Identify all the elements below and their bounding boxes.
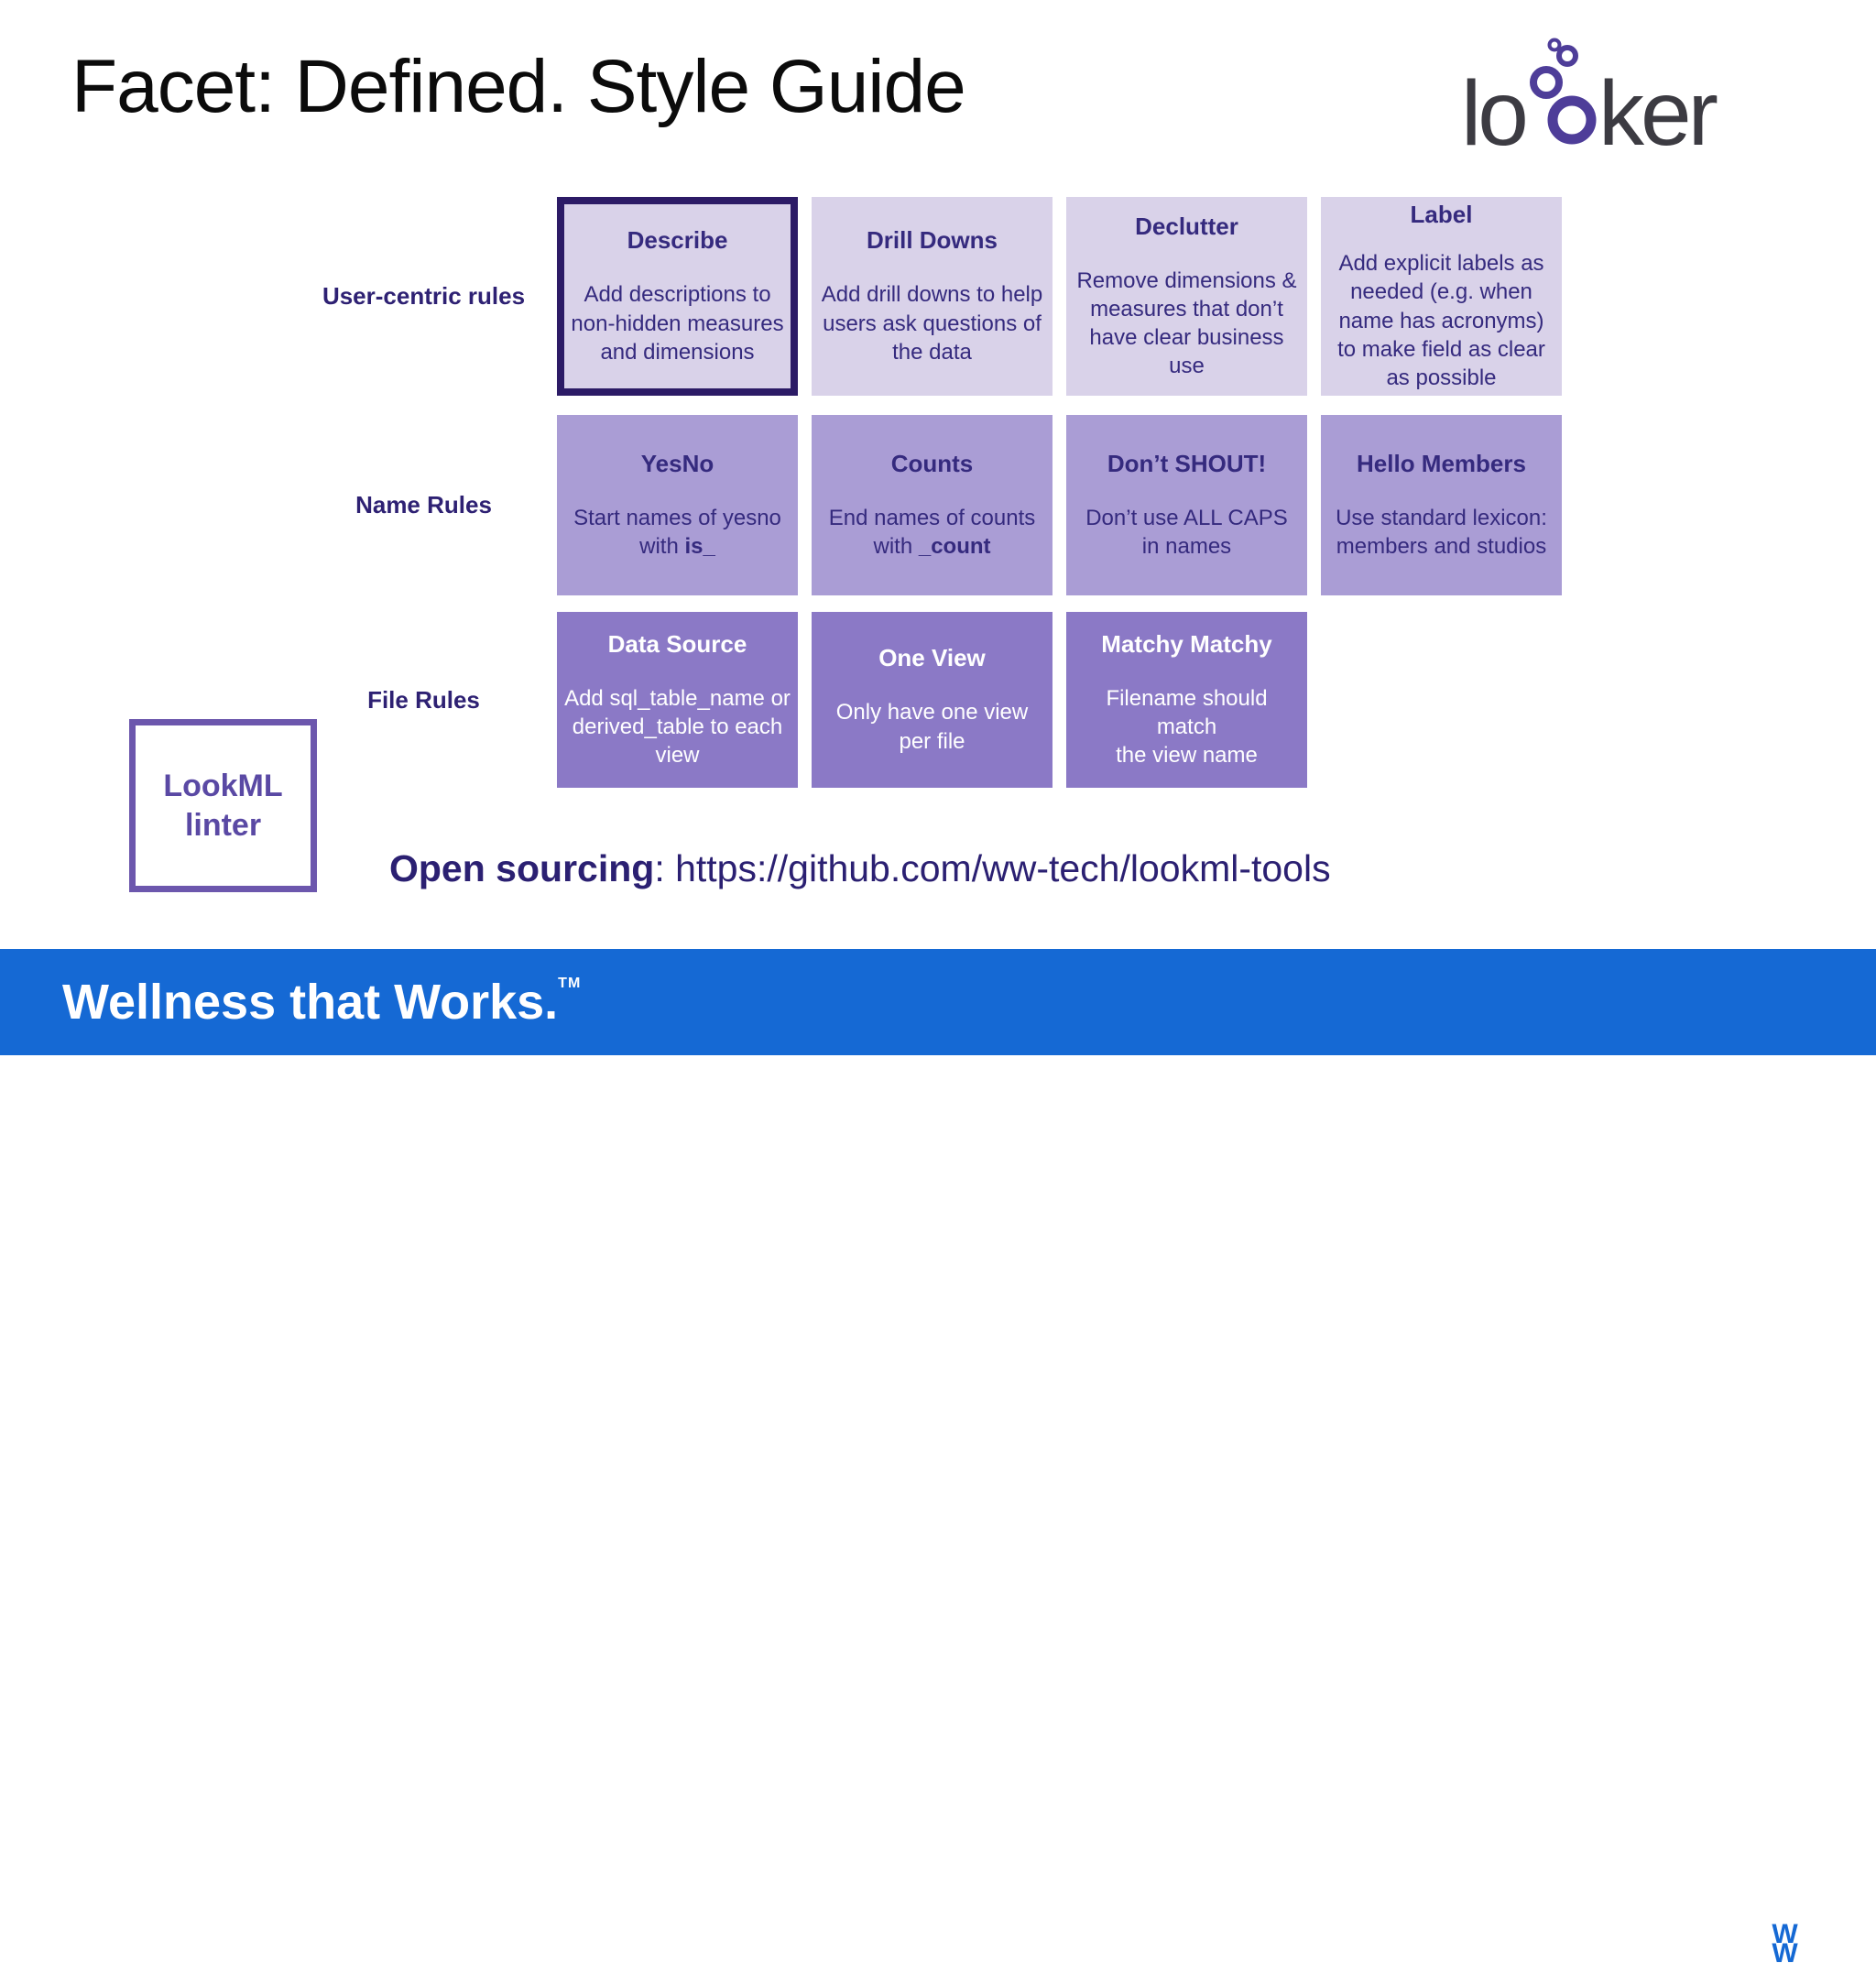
card-title: Matchy Matchy [1101,629,1272,658]
trademark-symbol: TM [558,976,582,991]
card-body-text: Add sql_table_name or derived_table to e… [564,685,791,769]
card-title: Don’t SHOUT! [1107,449,1267,477]
looker-logo-graphic: lo ker [1461,38,1721,165]
looker-logo-text-ker: ker [1598,62,1718,165]
card-one-view: One View Only have one view per file [812,612,1053,788]
row-label-name-rules: Name Rules [355,491,492,518]
card-dont-shout: Don’t SHOUT! Don’t use ALL CAPS in names [1066,415,1307,595]
looker-logo: lo ker [1461,37,1736,165]
card-body-text: Use standard lexicon: members and studio… [1336,505,1547,560]
ww-logo: W W [1754,1914,1815,1974]
card-body-bold-text: is_ [684,534,715,560]
card-drill-downs: Drill Downs Add drill downs to help user… [812,197,1053,396]
looker-bubble-medium-icon [1530,66,1563,99]
card-title: Describe [627,226,728,255]
card-title: Declutter [1135,212,1238,240]
card-declutter: Declutter Remove dimensions & measures t… [1066,197,1307,396]
looker-bubble-tiny-icon [1547,38,1562,52]
footer-bar: Wellness that Works.TM W W [0,949,1876,1974]
card-body: Don’t use ALL CAPS in names [1085,504,1288,561]
card-body: Remove dimensions & measures that don’t … [1076,267,1296,381]
card-body-text: Add drill downs to help users ask questi… [821,282,1043,365]
row-label-user-centric-rules: User-centric rules [322,282,526,310]
looker-bubble-large-icon [1547,95,1597,145]
card-body: Start names of yesno with is_ [573,504,781,561]
card-describe: Describe Add descriptions to non-hidden … [557,197,798,396]
card-body: End names of counts with _count [829,504,1035,561]
card-body-text: Remove dimensions & measures that don’t … [1076,267,1297,379]
card-title: One View [878,644,986,672]
footer-tagline-text: Wellness that Works. [62,975,559,1030]
open-sourcing-label: Open sourcing [389,847,655,889]
row-label-file-rules: File Rules [367,686,480,714]
card-counts: Counts End names of counts with _count [812,415,1053,595]
card-body-text: Filename should match the view name [1106,685,1268,769]
card-body: Only have one view per file [836,698,1028,755]
card-title: Drill Downs [866,226,998,255]
card-body: Filename should match the view name [1106,684,1267,770]
card-body-text: Start names of yesno with [573,505,781,560]
card-body-text: Only have one view per file [835,700,1029,754]
slide: Facet: Defined. Style Guide lo ker User-… [0,37,1876,1974]
card-body: Use standard lexicon: members and studio… [1336,504,1547,561]
lookml-linter-box: LookML linter [129,719,317,892]
footer-tagline: Wellness that Works.TM [62,974,581,1031]
looker-logo-text-lo: lo [1461,62,1525,165]
ww-logo-letter-bottom: W [1772,1937,1797,1969]
open-sourcing-line: Open sourcing: https://github.com/ww-tec… [389,847,1331,890]
card-body: Add explicit labels as needed (e.g. when… [1337,249,1545,392]
card-body: Add drill downs to help users ask questi… [822,280,1042,366]
card-body: Add sql_table_name or derived_table to e… [564,684,791,770]
looker-bubble-small-icon [1556,45,1578,67]
card-body-text: Don’t use ALL CAPS in names [1085,505,1288,560]
card-body-text: Add explicit labels as needed (e.g. when… [1337,251,1545,390]
card-data-source: Data Source Add sql_table_name or derive… [557,612,798,788]
card-title: Label [1410,200,1473,228]
slide-title: Facet: Defined. Style Guide [71,45,966,128]
card-yesno: YesNo Start names of yesno with is_ [557,415,798,595]
card-body-text: End names of counts with [828,505,1036,560]
card-title: YesNo [640,449,714,477]
card-hello-members: Hello Members Use standard lexicon: memb… [1321,415,1562,595]
card-title: Hello Members [1357,449,1526,477]
lookml-linter-label: LookML linter [163,769,283,843]
card-label: Label Add explicit labels as needed (e.g… [1321,197,1562,396]
card-matchy-matchy: Matchy Matchy Filename should match the … [1066,612,1307,788]
card-title: Counts [890,449,974,477]
card-body-bold-text: _count [918,534,991,560]
open-sourcing-url: : https://github.com/ww-tech/lookml-tool… [654,847,1331,889]
card-body-text: Add descriptions to non-hidden measures … [571,282,784,365]
card-body: Add descriptions to non-hidden measures … [571,280,783,366]
card-title: Data Source [607,629,747,658]
